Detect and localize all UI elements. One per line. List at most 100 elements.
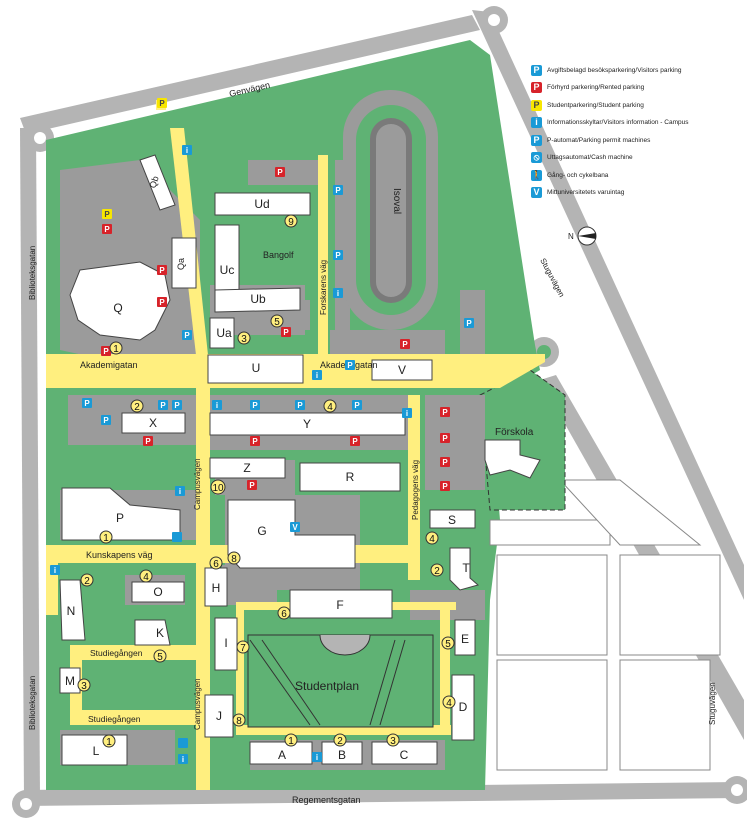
svg-text:i: i — [216, 401, 218, 410]
marker-3: 3 — [237, 331, 251, 345]
legend-icon: V — [531, 187, 542, 198]
marker-1: 1 — [109, 341, 123, 355]
rented-parking-icon: P — [143, 436, 153, 446]
forskola-grounds — [479, 369, 566, 511]
isoval-track — [343, 90, 438, 330]
svg-text:P: P — [184, 331, 190, 340]
marker-1: 1 — [102, 734, 116, 748]
svg-text:P: P — [335, 186, 341, 195]
rented-parking-icon: P — [350, 436, 360, 446]
building-R — [299, 462, 401, 492]
rented-parking-icon: P — [250, 436, 260, 446]
visitor-parking-icon: P — [345, 360, 355, 370]
label-E: E — [461, 632, 469, 646]
info-icons: i i i i i i i i i — [50, 145, 412, 764]
marker-6: 6 — [209, 556, 223, 570]
svg-text:P: P — [442, 458, 448, 467]
marker-6: 6 — [277, 606, 291, 620]
label-S: S — [448, 513, 456, 527]
place-labels: Isoval Bangolf Studentplan Förskola — [263, 188, 534, 693]
visitor-parking-icon: P — [352, 400, 362, 410]
marker-8: 8 — [232, 713, 246, 727]
info-icon: i — [178, 754, 188, 764]
svg-text:1: 1 — [103, 533, 109, 544]
svg-text:2: 2 — [434, 566, 440, 577]
legend-item: 🚶Gång- och cykelbana — [531, 167, 741, 183]
pedestrian-icon — [178, 738, 188, 748]
svg-text:P: P — [335, 251, 341, 260]
road-studiegangen-top: Studiegången — [90, 648, 143, 658]
info-icon: i — [312, 752, 322, 762]
label-L: L — [93, 744, 100, 758]
svg-text:P: P — [249, 481, 255, 490]
rented-parking-icon: P — [157, 265, 167, 275]
building-Ud — [214, 192, 311, 216]
compass: N — [568, 226, 597, 246]
label-K: K — [156, 626, 164, 640]
info-icon: i — [402, 408, 412, 418]
marker-2: 2 — [80, 573, 94, 587]
svg-text:i: i — [186, 146, 188, 155]
rented-parking-icon: P — [281, 327, 291, 337]
visitor-parking-icon: P — [464, 318, 474, 328]
legend-icon: P — [531, 64, 542, 76]
info-icon: i — [333, 288, 343, 298]
svg-text:3: 3 — [81, 681, 87, 692]
visitor-parking-icon: P — [101, 415, 111, 425]
rented-parking-icon: P — [101, 346, 111, 356]
label-Uc: Uc — [220, 263, 235, 277]
svg-text:V: V — [292, 523, 298, 532]
visitor-parking-icon: P — [172, 400, 182, 410]
road-campusvagen-bottom: Campusvägen — [193, 678, 202, 730]
label-R: R — [346, 470, 355, 484]
svg-text:P: P — [277, 168, 283, 177]
svg-text:i: i — [316, 371, 318, 380]
svg-text:6: 6 — [213, 559, 219, 570]
legend-label: Studentparkering/Student parking — [547, 101, 644, 109]
label-F: F — [336, 598, 343, 612]
marker-1: 1 — [99, 530, 113, 544]
info-icon: i — [50, 565, 60, 575]
label-Ud: Ud — [254, 197, 269, 211]
svg-text:P: P — [159, 99, 165, 108]
place-forskola: Förskola — [495, 427, 534, 438]
numbered-markers: 1 1 1 1 2 2 2 2 3 3 3 4 4 4 4 5 5 5 6 6 … — [77, 214, 456, 748]
legend-item: ⦸Uttagsautomat/Cash machine — [531, 150, 741, 166]
label-O: O — [153, 585, 162, 599]
road-pedagogens-vag: Pedagogens väg — [411, 460, 420, 520]
svg-text:i: i — [316, 753, 318, 762]
building-T — [449, 547, 480, 591]
road-kunskapens-vag: Kunskapens väg — [86, 550, 153, 560]
label-Ua: Ua — [216, 326, 232, 340]
info-icon: i — [175, 486, 185, 496]
marker-4: 4 — [139, 569, 153, 583]
legend-icon: P — [531, 134, 542, 146]
legend-label: Förhyrd parkering/Rented parking — [547, 84, 645, 91]
building-O — [131, 581, 185, 603]
label-D: D — [459, 700, 468, 714]
visitor-parking-icon: P — [295, 400, 305, 410]
building-X — [121, 412, 186, 434]
svg-text:10: 10 — [212, 483, 224, 494]
building-S — [429, 509, 476, 529]
building-K — [134, 619, 171, 646]
label-T: T — [462, 561, 470, 575]
svg-text:4: 4 — [327, 402, 333, 413]
legend-label: P-automat/Parking permit machines — [547, 136, 651, 144]
building-Z — [209, 457, 286, 479]
marker-4: 4 — [323, 399, 337, 413]
legend-icon: i — [531, 117, 542, 128]
label-G: G — [257, 524, 266, 538]
building-N — [59, 579, 86, 641]
road-studiegangen-bottom: Studiegången — [88, 714, 141, 724]
svg-text:P: P — [104, 210, 110, 219]
label-H: H — [212, 581, 221, 595]
building-Q — [69, 261, 171, 341]
delivery-icon: V — [290, 522, 300, 532]
building-E — [454, 619, 476, 656]
road-forskarens-vag: Forskarens väg — [319, 260, 328, 315]
legend-label: Gång- och cykelbana — [547, 171, 609, 179]
marker-1: 1 — [284, 733, 298, 747]
